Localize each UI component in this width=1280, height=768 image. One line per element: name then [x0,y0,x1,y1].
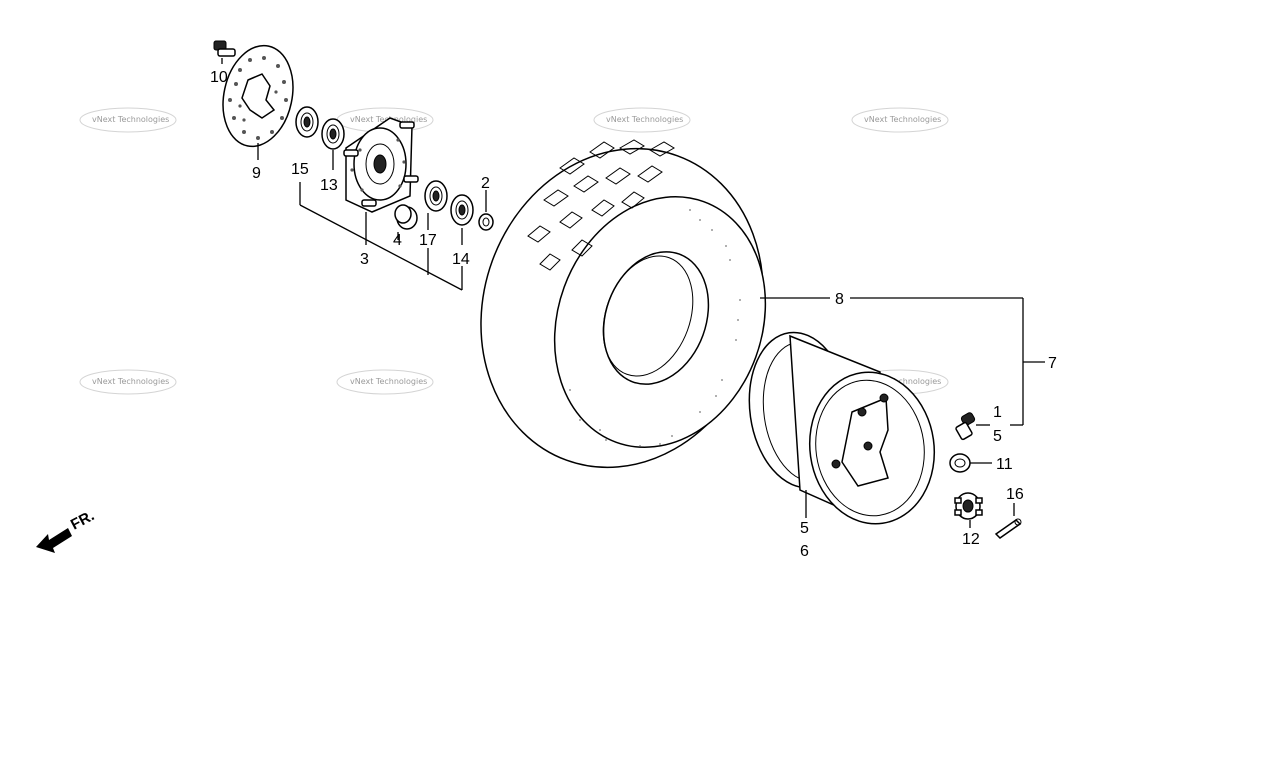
watermark-6: vNext Technologies [336,369,434,395]
part-9-brake-disc [222,44,294,148]
front-label: FR. [68,507,97,533]
callout-5-valve: 5 [993,428,1002,445]
watermark-3: vNext Technologies [593,107,691,133]
part-12-castle-nut [954,492,983,520]
part-15-bearing [295,106,319,138]
watermark-5: vNext Technologies [79,369,177,395]
callout-14: 14 [452,251,470,268]
part-2-collar [478,213,494,231]
watermark-4: vNext Technologies [851,107,949,133]
svg-text:vNext Technologies: vNext Technologies [606,115,683,124]
part-13-bearing [321,118,345,150]
callout-11: 11 [996,456,1013,473]
callout-5-rim: 5 [800,520,809,537]
part-11-nut [949,453,971,473]
callout-7: 7 [1048,355,1057,372]
svg-text:vNext Technologies: vNext Technologies [350,377,427,386]
callout-9: 9 [252,165,261,182]
part-17-bearing [424,180,448,212]
callout-17: 17 [419,232,437,249]
watermark-1: vNext Technologies [79,107,177,133]
callout-8: 8 [835,291,844,308]
callout-1: 1 [993,404,1002,421]
part-8-tire [480,139,767,469]
svg-text:vNext Technologies: vNext Technologies [864,377,941,386]
front-direction-indicator: FR. [36,507,97,553]
front-arrow-icon [36,528,72,553]
part-3-wheel-hub [343,117,419,213]
callout-6: 6 [800,543,809,560]
part-14-bearing [450,194,474,226]
part-1-valve-stem [955,412,976,441]
callout-12: 12 [962,531,980,548]
leader-lines [221,58,1045,528]
callout-10: 10 [210,69,228,86]
callout-13: 13 [320,177,338,194]
part-4-spacer [394,204,418,230]
callout-4: 4 [393,232,402,249]
callout-3: 3 [360,251,369,268]
svg-text:vNext Technologies: vNext Technologies [92,115,169,124]
callout-16: 16 [1006,486,1024,503]
svg-text:vNext Technologies: vNext Technologies [92,377,169,386]
part-10-bolt [213,40,236,57]
callout-15: 15 [291,161,309,178]
callout-2: 2 [481,175,490,192]
part-5-6-wheel-rim [748,331,936,525]
svg-text:vNext Technologies: vNext Technologies [864,115,941,124]
part-16-cotter-pin [994,518,1022,539]
